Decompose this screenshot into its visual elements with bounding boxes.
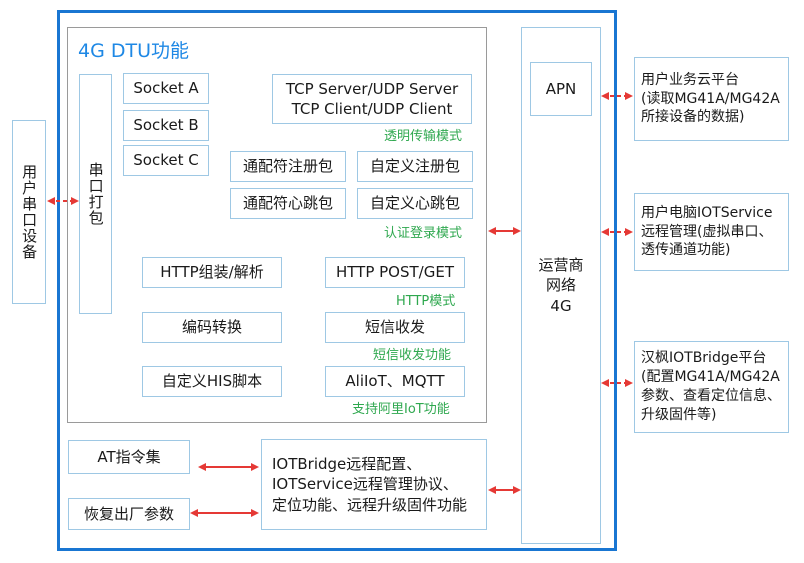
sms-box: 短信收发 — [325, 312, 465, 343]
pc-iotservice-box: 用户电脑IOTService 远程管理(虚拟串口、 透传通道功能) — [634, 193, 789, 271]
at-command-box: AT指令集 — [68, 440, 190, 474]
user-cloud-platform-box: 用户业务云平台 (读取MG41A/MG42A 所接设备的数据) — [634, 57, 789, 141]
http-pack-box: HTTP组装/解析 — [142, 257, 282, 288]
dtu-title: 4G DTU功能 — [78, 40, 189, 62]
auth-mode-label: 认证登录模式 — [384, 226, 463, 241]
tcp-udp-box: TCP Server/UDP Server TCP Client/UDP Cli… — [272, 74, 472, 124]
transparent-mode-label: 透明传输模式 — [384, 129, 463, 144]
aliiot-label: 支持阿里IoT功能 — [352, 402, 450, 417]
hb-custom-box: 自定义心跳包 — [357, 188, 473, 219]
dtu-main-frame — [57, 10, 617, 551]
iotbridge-platform-box: 汉枫IOTBridge平台 (配置MG41A/MG42A 参数、查看定位信息、 … — [634, 341, 789, 433]
reg-wildcard-box: 通配符注册包 — [230, 151, 346, 182]
socket-a-box: Socket A — [123, 73, 209, 104]
user-serial-device-box: 用户串口设备 — [12, 120, 46, 304]
hb-wildcard-box: 通配符心跳包 — [230, 188, 346, 219]
sms-label: 短信收发功能 — [373, 348, 452, 363]
socket-b-box: Socket B — [123, 110, 209, 141]
http-postget-box: HTTP POST/GET — [325, 257, 465, 288]
serial-pack-box: 串口打包 — [79, 74, 112, 314]
apn-box: APN — [530, 62, 592, 116]
socket-c-box: Socket C — [123, 145, 209, 176]
reg-custom-box: 自定义注册包 — [357, 151, 473, 182]
restore-defaults-box: 恢复出厂参数 — [68, 498, 190, 530]
http-mode-label: HTTP模式 — [396, 294, 456, 309]
dtu-function-frame — [67, 27, 487, 423]
his-script-box: 自定义HIS脚本 — [142, 366, 282, 397]
encoding-box: 编码转换 — [142, 312, 282, 343]
aliiot-mqtt-box: AliIoT、MQTT — [325, 366, 465, 397]
iot-remote-box: IOTBridge远程配置、 IOTService远程管理协议、 定位功能、远程… — [261, 439, 487, 530]
